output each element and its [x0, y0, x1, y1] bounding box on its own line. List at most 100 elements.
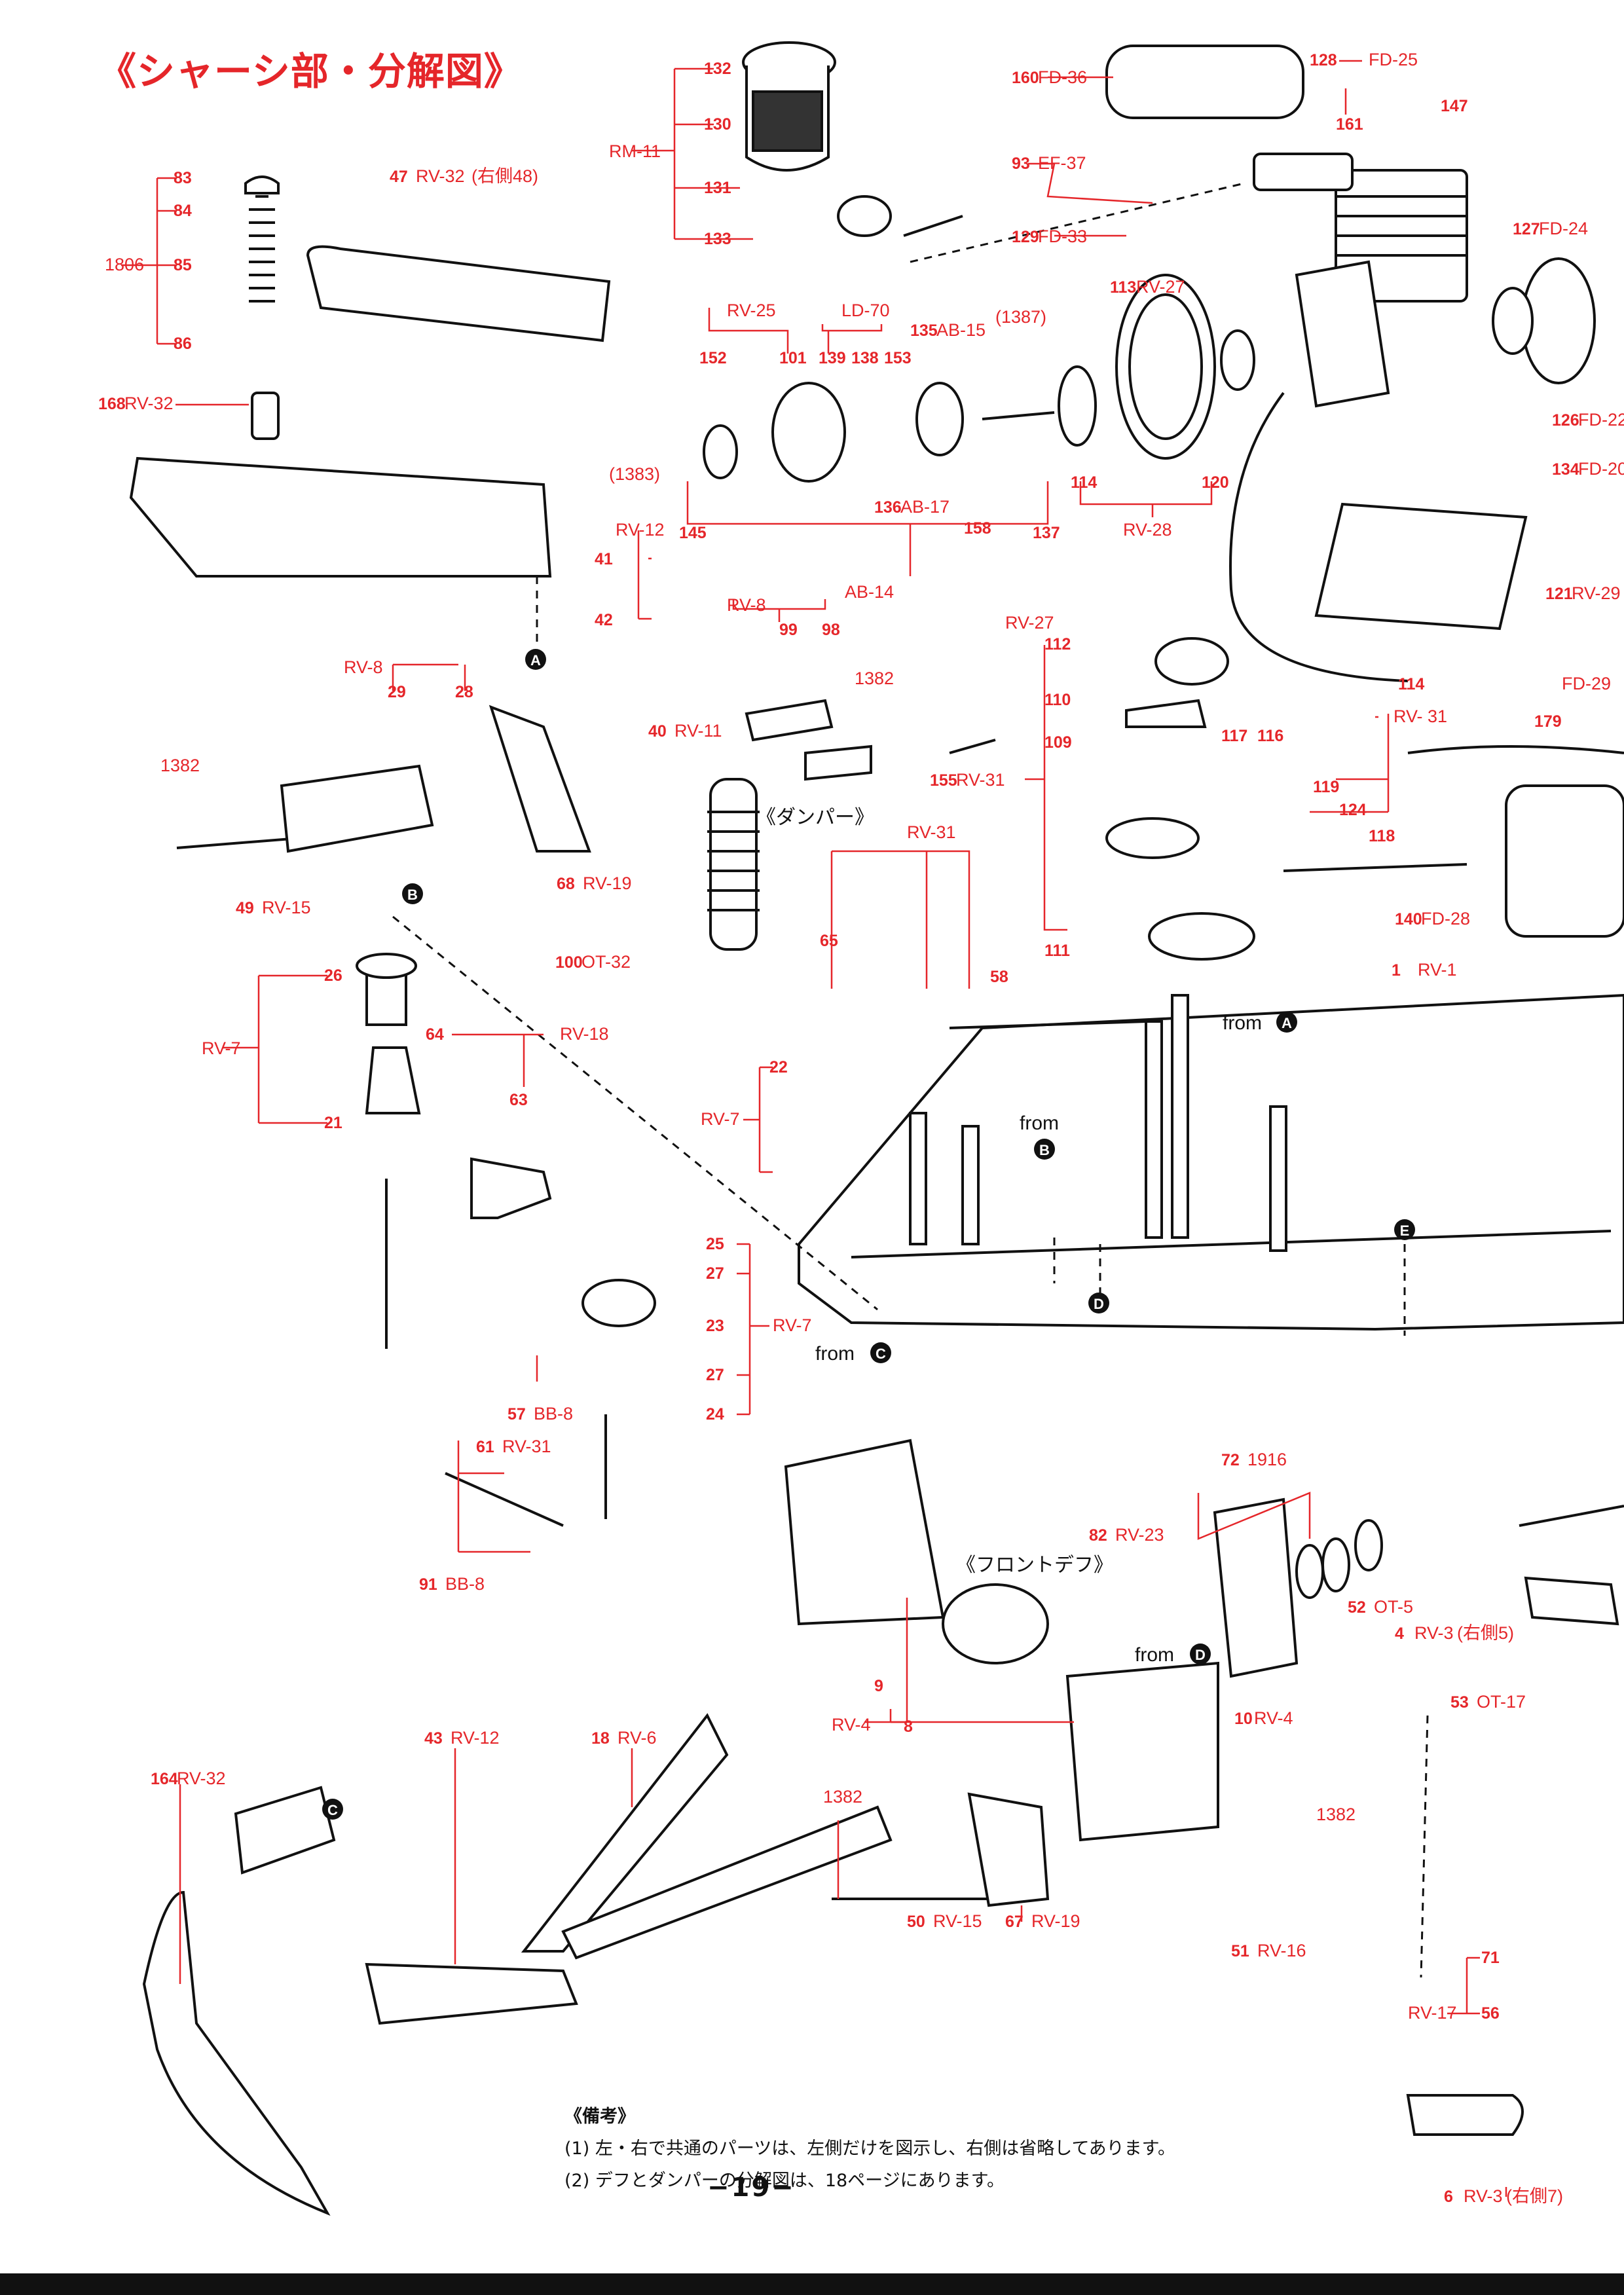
group-ld70: LD-70: [841, 301, 890, 320]
notes-heading: 《備考》: [564, 2106, 635, 2127]
callout-140: 140: [1395, 910, 1422, 928]
group-rv4: RV-4: [832, 1715, 871, 1735]
callout-labels: 132 130 131 133 RM-11 160 FD-36 128 FD-2…: [98, 50, 1624, 2206]
callout-152: 152: [699, 349, 727, 367]
group-1806: 1806: [105, 255, 144, 274]
marker-c: [322, 1799, 343, 1820]
group-ab14: AB-14: [845, 582, 894, 602]
callout-9: 9: [874, 1677, 883, 1695]
callout-61: 61: [476, 1438, 494, 1456]
page-number: −19−: [707, 2173, 796, 2203]
callout-58: 58: [990, 968, 1008, 986]
note-item-2: (2) デフとダンパーの分解図は、18ページにあります。: [564, 2171, 1005, 2191]
callout-99: 99: [779, 621, 798, 639]
callout-ot32: OT-32: [581, 952, 631, 972]
callout-23: 23: [706, 1317, 724, 1335]
callout-43: 43: [424, 1729, 443, 1748]
marker-a-from-letter: A: [1282, 1015, 1292, 1031]
callout-135: 135: [910, 321, 938, 340]
callout-160: 160: [1012, 69, 1039, 87]
callout-134: 134: [1552, 460, 1579, 479]
callout-168: 168: [98, 395, 126, 413]
callout-136: 136: [874, 498, 902, 517]
group-1383: (1383): [609, 464, 660, 484]
callout-50: 50: [907, 1913, 925, 1931]
callout-ot5: OT-5: [1374, 1597, 1413, 1617]
front-diff-part: [784, 1439, 1624, 1842]
group-1387: (1387): [995, 307, 1046, 327]
callout-121: 121: [1545, 585, 1573, 603]
callout-18: 18: [591, 1729, 610, 1748]
marker-a: [525, 649, 546, 670]
lower-arm-part: [142, 1713, 1524, 2216]
steering-part: [176, 834, 656, 1519]
guide-lines: [392, 182, 1429, 1978]
callout-56: 56: [1481, 2004, 1500, 2023]
callout-85: 85: [174, 256, 192, 274]
callout-27b: 27: [706, 1366, 724, 1384]
callout-27a: 27: [706, 1264, 724, 1283]
callout-rv18: RV-18: [560, 1024, 609, 1044]
callout-93: 93: [1012, 155, 1030, 173]
callout-110: 110: [1044, 691, 1071, 709]
callout-64: 64: [426, 1025, 444, 1044]
group-rv7-mid: RV-7: [701, 1109, 740, 1129]
callout-rv15-left: RV-15: [262, 898, 311, 917]
callout-101: 101: [779, 349, 807, 367]
callout-47-right: (右側48): [471, 166, 538, 186]
group-rv27: RV-27: [1005, 613, 1054, 633]
front-bumper-part: [129, 245, 611, 578]
callout-86: 86: [174, 335, 192, 353]
group-1382-a: 1382: [855, 669, 894, 688]
callout-161: 161: [1336, 115, 1363, 134]
callout-117: 117: [1221, 727, 1247, 745]
callout-fd29: FD-29: [1562, 674, 1611, 693]
callout-bb8-left: BB-8: [534, 1404, 573, 1423]
callout-rv7-23: RV-7: [773, 1315, 812, 1335]
note-item-1: (1) 左・右で共通のパーツは、左側だけを図示し、右側は省略してあります。: [564, 2139, 1175, 2159]
marker-b-from: [1034, 1139, 1055, 1160]
callout-leaders: [121, 60, 1507, 2197]
callout-131: 131: [704, 179, 731, 197]
callout-fd28: FD-28: [1421, 909, 1470, 928]
callout-22: 22: [769, 1058, 788, 1076]
callout-10: 10: [1234, 1710, 1253, 1728]
group-rv8-left: RV-8: [344, 657, 383, 677]
svg-text:C: C: [327, 1802, 338, 1818]
servo-saver-part: [1105, 637, 1255, 961]
callout-158: 158: [964, 519, 991, 538]
callout-63: 63: [509, 1091, 528, 1109]
callout-26-left: 26: [324, 966, 342, 985]
callout-114: 114: [1071, 473, 1097, 492]
marker-a-from: [1276, 1012, 1297, 1033]
from-d-label: from: [1135, 1644, 1174, 1666]
callout-114b: 114: [1398, 675, 1424, 693]
callout-52: 52: [1348, 1598, 1366, 1617]
callout-4: 4: [1395, 1625, 1404, 1643]
group-rv12: RV-12: [616, 520, 665, 540]
callout-fd22: FD-22: [1578, 410, 1624, 430]
callout-rv32-top: RV-32: [416, 166, 465, 186]
callout-fd24: FD-24: [1539, 219, 1588, 238]
callout-rv15-50: RV-15: [933, 1911, 982, 1931]
callout-6-right: (右側7): [1506, 2186, 1563, 2206]
fuel-tank-part: [1229, 392, 1624, 1095]
front-diff-section-label: 《フロントデフ》: [956, 1554, 1113, 1576]
callout-ot17: OT-17: [1477, 1692, 1526, 1712]
group-rv31-right: RV- 31: [1393, 707, 1447, 726]
from-a-label: from: [1223, 1012, 1262, 1034]
callout-rv32-168: RV-32: [124, 394, 174, 413]
callout-72: 72: [1221, 1451, 1240, 1469]
callout-ab17: AB-17: [900, 497, 950, 517]
damper-part: [707, 778, 760, 951]
callout-rv31-61: RV-31: [502, 1437, 551, 1456]
callout-rm11: RM-11: [609, 141, 661, 161]
callout-127: 127: [1513, 220, 1540, 238]
group-rv8-right: RV-8: [727, 595, 766, 615]
callout-120: 120: [1202, 473, 1229, 492]
callout-rv6: RV-6: [618, 1728, 657, 1748]
from-c-label: from: [815, 1343, 855, 1365]
callout-8: 8: [904, 1717, 913, 1736]
callout-137: 137: [1033, 524, 1060, 542]
callout-139: 139: [819, 349, 846, 367]
